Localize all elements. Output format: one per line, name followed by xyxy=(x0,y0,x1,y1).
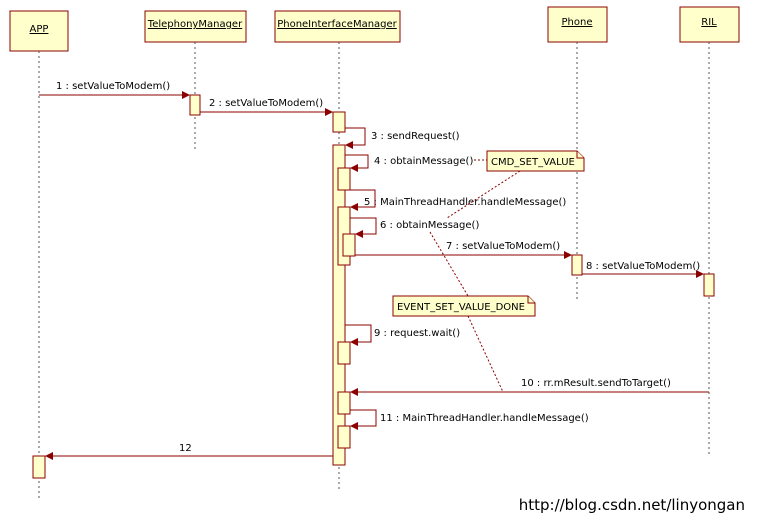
message-5-label: 5 : MainThreadHandler.handleMessage() xyxy=(364,197,566,208)
message-8: 8 : setValueToModem() xyxy=(582,261,704,278)
message-10-label: 10 : rr.mResult.sendToTarget() xyxy=(521,378,671,389)
message-11: 11 : MainThreadHandler.handleMessage() xyxy=(350,409,589,430)
activation-tm xyxy=(189,94,201,116)
lifeline-ril-label: RIL xyxy=(701,17,717,28)
message-7-label: 7 : setValueToModem() xyxy=(446,241,560,252)
lifeline-phone-label: Phone xyxy=(562,17,593,28)
message-12: 12 xyxy=(45,443,333,460)
message-9: 9 : request.wait() xyxy=(345,324,460,346)
lifeline-telephony-manager: TelephonyManager xyxy=(144,10,247,150)
activation-pim-4 xyxy=(337,167,351,191)
message-1-label: 1 : setValueToModem() xyxy=(56,81,170,92)
watermark: http://blog.csdn.net/linyongan xyxy=(518,496,745,514)
activation-pim-11 xyxy=(337,425,351,449)
message-10: 10 : rr.mResult.sendToTarget() xyxy=(350,378,709,396)
activation-pim-6 xyxy=(342,233,356,257)
message-12-label: 12 xyxy=(179,443,192,454)
message-6: 6 : obtainMessage() xyxy=(350,217,479,238)
activation-ril xyxy=(703,273,715,297)
message-6-label: 6 : obtainMessage() xyxy=(380,220,479,231)
message-9-label: 9 : request.wait() xyxy=(374,328,460,339)
activation-pim-9 xyxy=(337,341,351,365)
lifeline-phone-interface-manager: PhoneInterfaceManager xyxy=(274,10,401,490)
lifeline-telephony-manager-label: TelephonyManager xyxy=(147,19,243,30)
activation-pim-main xyxy=(332,144,346,466)
note-event-set-value-done-label: EVENT_SET_VALUE_DONE xyxy=(397,302,525,313)
message-2: 2 : setValueToModem() xyxy=(200,98,333,116)
lifeline-ril: RIL xyxy=(679,6,740,455)
message-4: 4 : obtainMessage() xyxy=(345,154,473,172)
activation-app xyxy=(32,455,46,479)
message-8-label: 8 : setValueToModem() xyxy=(586,261,700,272)
message-4-label: 4 : obtainMessage() xyxy=(374,156,473,167)
message-11-label: 11 : MainThreadHandler.handleMessage() xyxy=(380,413,589,424)
lifeline-phone: Phone xyxy=(547,6,608,300)
lifeline-app: APP xyxy=(9,10,69,498)
message-5: 5 : MainThreadHandler.handleMessage() xyxy=(345,189,566,211)
lifeline-phone-interface-manager-label: PhoneInterfaceManager xyxy=(277,19,397,30)
activation-pim-10 xyxy=(337,391,351,415)
message-3-label: 3 : sendRequest() xyxy=(371,131,460,142)
message-1: 1 : setValueToModem() xyxy=(39,81,190,99)
activation-pim-1 xyxy=(332,111,346,133)
message-7: 7 : setValueToModem() xyxy=(355,241,572,259)
note-event-set-value-done: EVENT_SET_VALUE_DONE xyxy=(392,295,536,317)
note-cmd-set-value-label: CMD_SET_VALUE xyxy=(491,157,575,168)
lifeline-app-label: APP xyxy=(30,24,49,35)
note-cmd-set-value: CMD_SET_VALUE xyxy=(474,150,585,172)
note-cmd-connector xyxy=(446,170,521,219)
message-2-label: 2 : setValueToModem() xyxy=(209,98,323,109)
activation-phone xyxy=(571,254,583,276)
note-event-connector xyxy=(429,231,469,297)
message-3: 3 : sendRequest() xyxy=(345,127,460,149)
note-event-connector-2 xyxy=(467,315,504,393)
